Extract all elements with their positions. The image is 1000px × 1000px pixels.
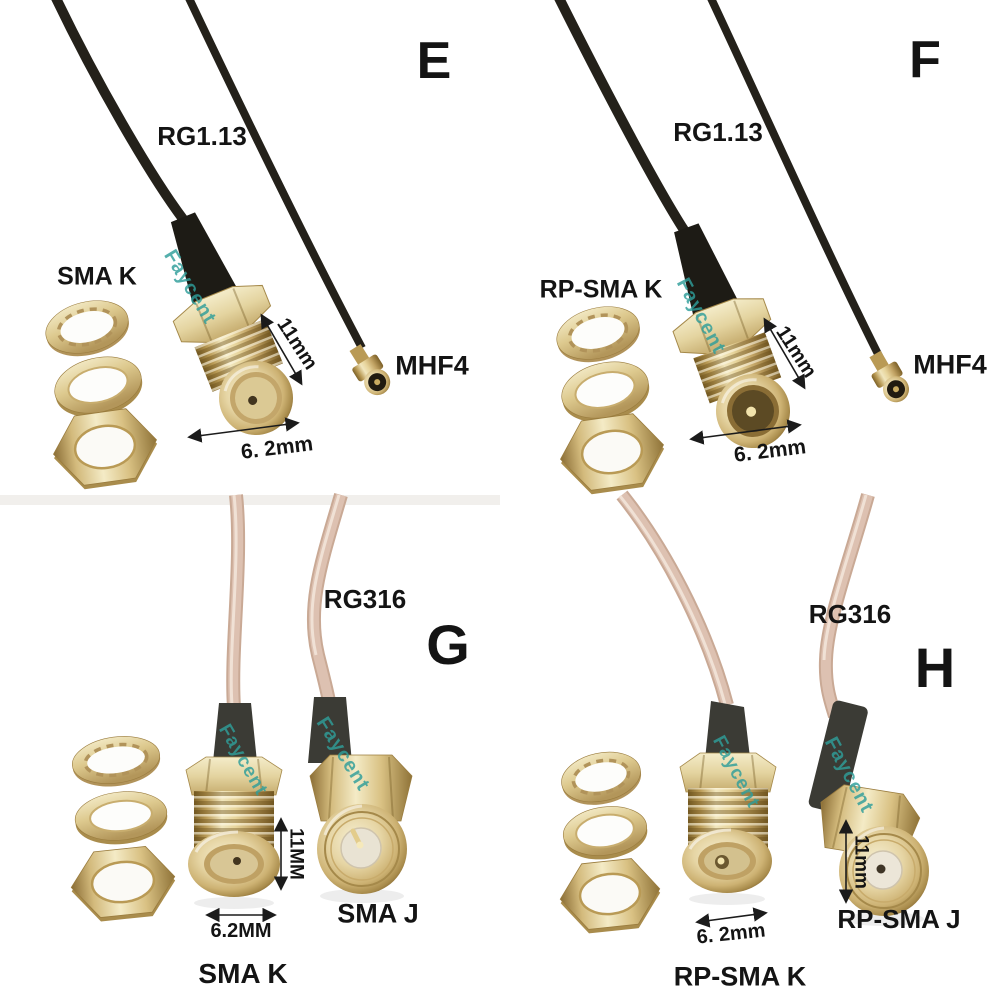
length-dimension-arrow bbox=[260, 313, 303, 386]
cable-type-label: RG1.13 bbox=[157, 121, 247, 151]
coax-cable bbox=[308, 493, 346, 707]
coax-cable bbox=[707, 0, 886, 364]
cable-type-label: RG1.13 bbox=[673, 117, 763, 147]
coax-cable bbox=[554, 0, 689, 233]
lock-washer bbox=[561, 751, 642, 805]
lock-washer bbox=[556, 306, 640, 363]
sma-k-female-connector bbox=[170, 212, 293, 435]
width-dimension-arrow bbox=[689, 419, 802, 445]
rp-sma-j-male-connector bbox=[808, 700, 929, 926]
length-dimension-label: 11mm bbox=[850, 835, 872, 889]
cable-type-label: RG316 bbox=[808, 599, 892, 629]
mhf4-connector bbox=[349, 344, 391, 396]
hex-nut bbox=[70, 846, 176, 922]
flat-washer bbox=[562, 806, 648, 860]
hex-nut bbox=[560, 413, 665, 495]
panel-e-photo bbox=[45, 0, 391, 490]
lock-washer bbox=[72, 736, 161, 787]
coax-cable bbox=[185, 0, 366, 350]
sma-k-female-connector bbox=[185, 703, 283, 909]
hex-nut bbox=[559, 858, 661, 934]
connector-label-mhf4: MHF4 bbox=[395, 350, 469, 381]
hex-nut bbox=[53, 408, 158, 490]
panel-g-photo bbox=[0, 493, 500, 923]
coax-cable bbox=[618, 491, 732, 707]
panel-letter-f: F bbox=[909, 31, 941, 89]
panel-f-photo bbox=[554, 0, 909, 495]
sma-j-male-connector bbox=[308, 697, 413, 903]
connector-label-sma-j: SMA J bbox=[337, 898, 419, 929]
width-dimension-label: 6.2MM bbox=[210, 920, 272, 942]
flat-washer bbox=[54, 356, 143, 418]
connector-label-rp-sma-k: RP-SMA K bbox=[673, 961, 807, 992]
rp-sma-k-female-connector bbox=[679, 701, 777, 905]
cable-type-label: RG316 bbox=[323, 584, 407, 614]
width-dimension-arrow bbox=[187, 417, 300, 443]
connector-label-sma-k: SMA K bbox=[57, 262, 137, 291]
panel-letter-h: H bbox=[914, 636, 956, 699]
connector-label-rp-sma-k: RP-SMA K bbox=[539, 275, 663, 304]
connector-label-sma-k: SMA K bbox=[198, 958, 288, 989]
panel-h-photo bbox=[559, 490, 929, 934]
width-dimension-arrow bbox=[695, 907, 768, 928]
mhf4-connector bbox=[869, 350, 909, 403]
panel-letter-e: E bbox=[416, 32, 452, 90]
coax-cable bbox=[51, 0, 188, 222]
connector-label-rp-sma-j: RP-SMA J bbox=[837, 904, 961, 934]
connector-label-mhf4: MHF4 bbox=[913, 349, 987, 380]
length-dimension-arrow bbox=[763, 317, 806, 390]
flat-washer bbox=[561, 361, 650, 423]
coax-cable bbox=[228, 494, 244, 708]
coax-cable bbox=[820, 493, 873, 718]
panel-letter-g: G bbox=[426, 613, 470, 676]
lock-washer bbox=[45, 300, 129, 357]
length-dimension-label: 11MM bbox=[285, 828, 307, 880]
flat-washer bbox=[74, 791, 168, 845]
